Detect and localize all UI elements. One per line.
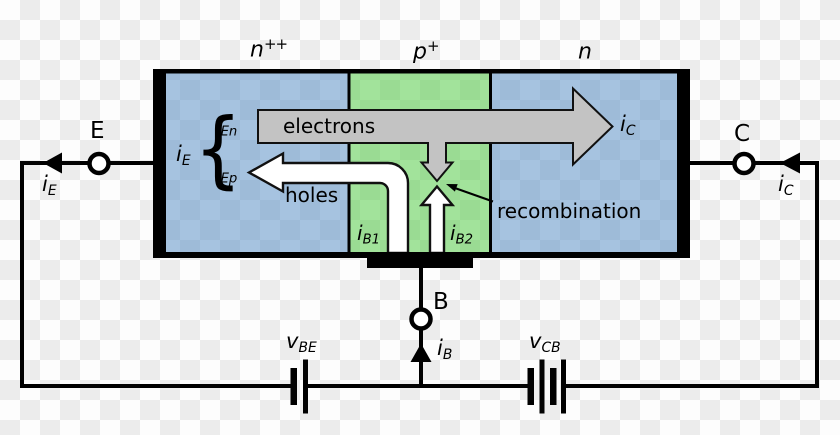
vbe-label: vBE: [286, 329, 317, 356]
ib-direction-arrowhead: [410, 343, 432, 362]
top-border: [153, 69, 690, 74]
emitter-contact-bar: [153, 69, 166, 258]
ib1-label: iB1: [357, 221, 380, 248]
vcb-battery-short-plate-1: [527, 368, 534, 405]
base-terminal-node: [409, 307, 433, 331]
emitter-terminal-label: E: [90, 118, 105, 144]
iep-label: iEp: [215, 160, 238, 187]
ic-outer-label: iC: [778, 172, 794, 199]
ic-inner-label: iC: [620, 112, 636, 139]
vbe-battery-short-plate: [290, 368, 297, 405]
base-contact-bar: [367, 256, 473, 268]
base-doping-label: p+: [413, 37, 439, 65]
collector-doping-label: n: [578, 39, 592, 65]
electrons-label: electrons: [283, 114, 376, 138]
emitter-terminal-node: [87, 151, 111, 176]
vbe-battery-long-plate: [303, 359, 308, 414]
collector-contact-bar: [677, 69, 690, 258]
recombination-pointer-line: [451, 186, 494, 203]
vcb-label: vCB: [529, 329, 561, 356]
base-collector-junction-line: [489, 73, 492, 252]
collector-terminal-node: [732, 151, 756, 176]
recombination-pointer-arrowhead: [446, 184, 458, 192]
bottom-border: [153, 252, 690, 258]
electron-flow-arrow: [257, 86, 614, 183]
vcb-battery-short-plate-2: [550, 368, 557, 405]
vcb-battery-long-plate-2: [561, 359, 566, 414]
recombination-label: recombination: [497, 199, 642, 223]
emitter-doping-label: n++: [250, 35, 288, 63]
ie-direction-arrowhead: [43, 152, 62, 174]
holes-label: holes: [285, 183, 339, 207]
ie-inner-label: iE: [176, 142, 191, 169]
hole-flow-arrow: [246, 151, 410, 255]
collector-terminal-label: C: [734, 121, 751, 147]
ib2-label: iB2: [450, 221, 473, 248]
ien-label: iEn: [215, 113, 238, 140]
base-terminal-label: B: [433, 289, 449, 315]
emitter-current-brace: {: [194, 100, 243, 198]
ic-direction-arrowhead: [780, 152, 800, 174]
vcb-battery-long-plate-1: [539, 359, 545, 414]
ib-label: iB: [437, 336, 453, 363]
ie-outer-label: iE: [42, 172, 57, 199]
